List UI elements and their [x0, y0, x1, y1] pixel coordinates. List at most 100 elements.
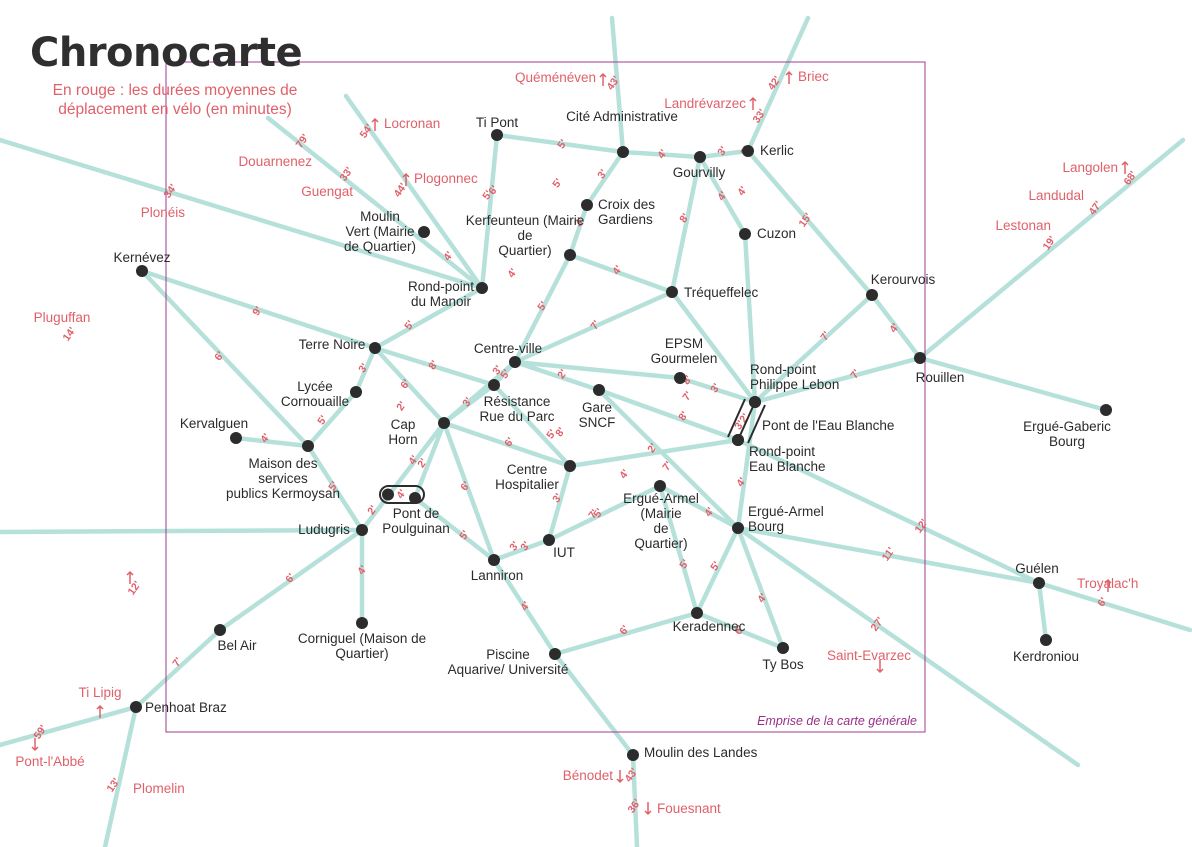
- route-line-31: [0, 420, 447, 748]
- route-line-14: [752, 355, 923, 405]
- route-line-13: [752, 292, 875, 405]
- stop-label-lanniron: Lanniron: [471, 568, 524, 583]
- route-line-18: [139, 268, 311, 449]
- route-line-15: [917, 137, 1186, 361]
- route-line-38: [657, 483, 1192, 633]
- stop-label-penhoat-braz: Penhoat Braz: [145, 700, 227, 715]
- duration-label: 4': [394, 487, 409, 501]
- stop-label-pont-de-l-eau-blanche: Pont de l'Eau Blanche: [762, 418, 894, 433]
- stop-moulin-des-landes: [627, 749, 639, 761]
- stop-cite-administrative: [617, 146, 629, 158]
- stop-kerdroniou: [1040, 634, 1052, 646]
- place-ploneis: Plonéis: [141, 205, 186, 220]
- direction-arrow-icon: [1121, 160, 1129, 174]
- transfer-links-layer: [379, 396, 766, 504]
- stop-label-ludugris: Ludugris: [298, 522, 350, 537]
- routes-layer: [0, 15, 1192, 847]
- place-locronan: Locronan: [384, 116, 440, 131]
- stop-ergue-gaberic-bourg: [1100, 404, 1112, 416]
- stop-poulguinan-b: [409, 492, 421, 504]
- stop-moulin-vert-mairie-de-quartier: [418, 226, 430, 238]
- direction-arrow-icon: [371, 117, 379, 131]
- duration-label: 6': [1095, 595, 1110, 609]
- route-line-1: [0, 137, 485, 291]
- stop-resistance-rue-du-parc: [488, 379, 500, 391]
- route-line-40: [735, 525, 1081, 768]
- stop-piscine-aquarive-universite: [549, 648, 561, 660]
- direction-arrow-icon: [1104, 578, 1112, 592]
- stop-label-iut: IUT: [553, 545, 575, 560]
- direction-arrow-icon: [785, 70, 793, 84]
- duration-label: 5': [555, 137, 570, 151]
- stop-lanniron: [488, 554, 500, 566]
- route-line-32: [102, 704, 139, 847]
- route-line-29: [233, 435, 311, 449]
- stop-croix-des-gardiens: [581, 199, 593, 211]
- stop-label-kervalguen: Kervalguen: [180, 416, 248, 431]
- stop-label-moulin-des-landes: Moulin des Landes: [644, 745, 758, 760]
- stop-terre-noire: [369, 342, 381, 354]
- stop-label-rouillen: Rouillen: [916, 370, 965, 385]
- duration-label: 9': [250, 304, 265, 318]
- place-lestonan: Lestonan: [995, 218, 1051, 233]
- stop-ludugris: [356, 524, 368, 536]
- stop-ergue-armel-bourg: [732, 522, 744, 534]
- stop-kerfeunteun-mairie-de-quartier: [564, 249, 576, 261]
- stop-label-ty-bos: Ty Bos: [762, 657, 804, 672]
- stop-label-trequeffelec: Tréqueffelec: [684, 285, 759, 300]
- stop-gare-sncf: [593, 384, 605, 396]
- place-pont-l-abbe: Pont-l'Abbé: [15, 754, 84, 769]
- direction-arrow-icon: [31, 738, 39, 752]
- stop-label-kerdroniou: Kerdroniou: [1013, 649, 1079, 664]
- route-line-5: [494, 132, 751, 160]
- stop-lycee-cornouaille: [350, 386, 362, 398]
- stop-label-kerourvois: Kerourvois: [871, 272, 936, 287]
- stop-label-bel-air: Bel Air: [217, 638, 257, 653]
- transfer-link-poulguinan: [379, 485, 425, 504]
- place-pluguffan: Pluguffan: [34, 310, 91, 325]
- stop-kerourvois: [866, 289, 878, 301]
- route-line-3: [343, 93, 485, 291]
- place-landrevarzec: Landrévarzec: [664, 96, 746, 111]
- stop-maison-des-services-publics-kermoysan: [302, 440, 314, 452]
- place-saint-evarzec: Saint-Evarzec: [827, 648, 911, 663]
- stop-corniguel-maison-de-quartier: [356, 617, 368, 629]
- place-briec: Briec: [798, 69, 829, 84]
- stop-cuzon: [739, 228, 751, 240]
- stop-label-guelen: Guélen: [1015, 561, 1059, 576]
- route-line-12: [669, 289, 758, 405]
- duration-label: 4': [617, 467, 632, 481]
- stop-ti-pont: [491, 129, 503, 141]
- place-plogonnec: Plogonnec: [414, 171, 478, 186]
- place-douarnenez: Douarnenez: [238, 154, 312, 169]
- stop-poulguinan-a: [382, 488, 394, 501]
- duration-label: 33': [338, 165, 356, 184]
- route-line-9: [512, 154, 703, 365]
- duration-label: 3': [595, 167, 610, 181]
- stop-label-gourvilly: Gourvilly: [673, 165, 726, 180]
- place-langolen: Langolen: [1062, 160, 1118, 175]
- stop-rond-point-du-manoir: [476, 282, 488, 294]
- place-guengat: Guengat: [301, 184, 353, 199]
- place-quemeneven: Quéménéven: [515, 70, 596, 85]
- duration-label: 2': [394, 399, 409, 413]
- duration-label: 47': [1087, 199, 1105, 218]
- stop-kervalguen: [230, 432, 242, 444]
- route-line-27: [441, 420, 497, 563]
- route-line-26: [412, 420, 447, 501]
